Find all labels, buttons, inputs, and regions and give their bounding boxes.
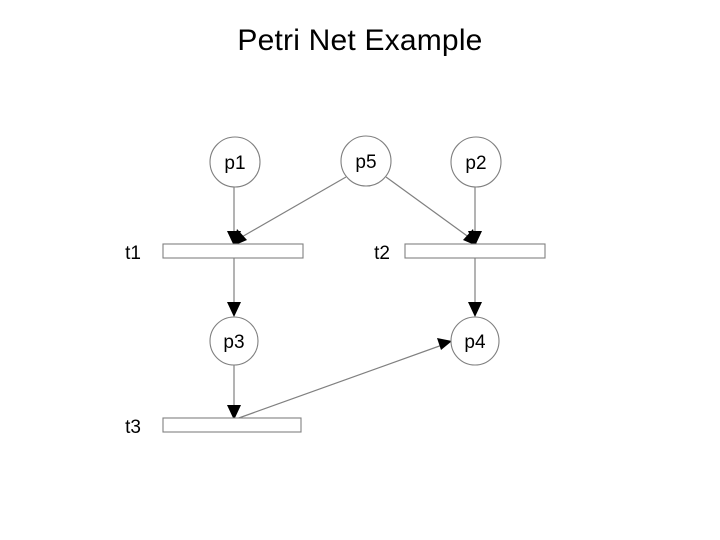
arc-line-p5-t1	[239, 176, 347, 239]
place-circle-p3[interactable]	[209, 316, 259, 366]
transition-t3[interactable]: t3	[125, 417, 302, 438]
place-label-p3: p3	[223, 332, 244, 353]
place-p1[interactable]: p1	[209, 136, 261, 188]
place-label-p4: p4	[464, 332, 486, 353]
arc-p3-to-t3	[227, 365, 241, 420]
place-label-p5: p5	[355, 152, 376, 173]
arc-p5-to-t1	[233, 176, 347, 246]
place-p4[interactable]: p4	[450, 316, 500, 366]
place-p2[interactable]: p2	[450, 136, 502, 188]
place-label-p1: p1	[224, 153, 245, 174]
place-p5[interactable]: p5	[340, 135, 392, 187]
arrowhead-t3-p4	[437, 338, 452, 350]
transition-label-t3: t3	[125, 417, 141, 438]
arc-p5-to-t2	[385, 176, 477, 246]
arc-t3-to-p4	[235, 338, 452, 420]
arrowhead-p3-t3	[227, 405, 241, 420]
place-circle-p2[interactable]	[450, 136, 502, 188]
arc-t2-to-p4	[468, 258, 482, 317]
place-circle-p4[interactable]	[450, 316, 500, 366]
transition-bar-t1[interactable]	[162, 243, 304, 259]
place-circle-p5[interactable]	[340, 135, 392, 187]
place-circle-p1[interactable]	[209, 136, 261, 188]
place-label-p2: p2	[465, 153, 486, 174]
arrowhead-p2-t2	[468, 231, 482, 246]
place-group: p1 p5 p2 p3 p4	[209, 135, 502, 366]
transition-bar-t2[interactable]	[404, 243, 546, 259]
transition-label-t1: t1	[125, 243, 141, 264]
arc-p2-to-t2	[468, 187, 482, 246]
transition-label-t2: t2	[374, 243, 390, 264]
arrowhead-p5-t1	[233, 229, 247, 246]
transition-t2[interactable]: t2	[374, 243, 546, 264]
transition-group: t1 t2 t3	[125, 243, 546, 438]
place-p3[interactable]: p3	[209, 316, 259, 366]
arrowhead-t2-p4	[468, 302, 482, 317]
arrowhead-t1-p3	[227, 302, 241, 317]
arc-t1-to-p3	[227, 258, 241, 317]
arc-line-t3-p4	[235, 343, 446, 420]
arc-group	[227, 176, 482, 420]
page-title: Petri Net Example	[237, 24, 483, 57]
transition-t1[interactable]: t1	[125, 243, 304, 264]
arc-line-p5-t2	[385, 176, 471, 239]
transition-bar-t3[interactable]	[162, 417, 302, 433]
